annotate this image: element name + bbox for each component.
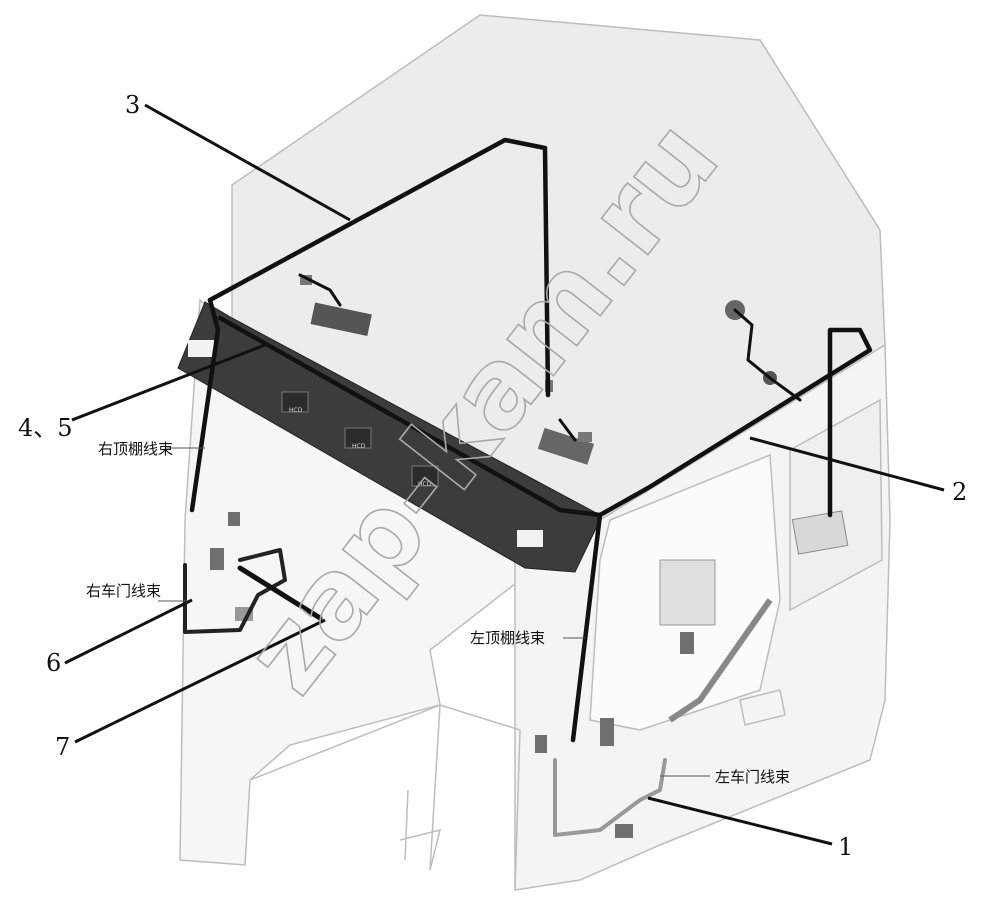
harness-door-left xyxy=(553,758,667,837)
callout-4-5: 4、5 xyxy=(18,414,73,442)
svg-text:HCD: HCD xyxy=(289,407,303,414)
cab-body xyxy=(179,14,891,891)
leader-lines xyxy=(64,103,945,846)
harness-labels: 右顶棚线束 左顶棚线束 右车门线束 左车门线束 xyxy=(86,440,790,786)
side-frame-2 xyxy=(404,789,409,861)
door-switch-left-2 xyxy=(535,735,547,753)
harness-door-right xyxy=(183,548,287,634)
reading-lamp-right xyxy=(310,302,372,337)
callout-6: 6 xyxy=(46,649,61,677)
connector-3 xyxy=(578,432,592,442)
callout-7: 7 xyxy=(55,733,70,761)
reading-lamp-center xyxy=(537,427,595,465)
door-switch-right xyxy=(210,548,224,570)
top-light-3 xyxy=(411,465,439,487)
side-frame xyxy=(429,704,441,871)
rear-marker-lamp xyxy=(791,510,849,555)
harnesses xyxy=(183,137,873,837)
harness-firewall xyxy=(237,565,323,621)
callout-numbers: 1 2 3 4、5 6 7 xyxy=(18,91,967,861)
leader-4-5 xyxy=(71,343,266,422)
harness-lamp-center xyxy=(558,418,577,442)
door-lamp-left xyxy=(615,824,633,838)
leader-2 xyxy=(749,436,945,492)
svg-text:HCD: HCD xyxy=(418,481,432,488)
callout-1: 1 xyxy=(838,833,853,861)
harness-lamp-right xyxy=(298,273,342,307)
door-rear-post xyxy=(789,398,883,612)
harness-left-pillar xyxy=(570,512,603,743)
connector-1 xyxy=(300,275,312,285)
lower-body-line xyxy=(249,704,521,891)
harness-right-roof xyxy=(207,137,551,398)
callout-3: 3 xyxy=(125,91,140,119)
front-roof-band xyxy=(177,301,601,573)
step-detail xyxy=(739,689,786,726)
top-light-1 xyxy=(281,391,309,413)
label-left-door-harness: 左车门线束 xyxy=(715,768,790,786)
harness-front-cross xyxy=(217,315,873,518)
svg-text:HCD: HCD xyxy=(352,443,366,450)
leader-7 xyxy=(74,618,326,744)
window-regulator xyxy=(668,598,773,723)
mirror-switch xyxy=(680,632,694,654)
door-switch-left xyxy=(600,718,614,746)
door-switch-right-2 xyxy=(228,512,240,526)
harness-right-pillar xyxy=(189,297,221,513)
harness-beacon xyxy=(733,308,802,402)
clearance-light-right xyxy=(188,340,214,357)
clearance-light-left xyxy=(517,530,543,547)
door-motor-panel xyxy=(659,559,716,626)
top-light-2 xyxy=(344,427,372,449)
leader-6 xyxy=(64,598,193,665)
band-lights: HCD HCD HCD xyxy=(188,340,543,547)
label-pointers xyxy=(158,447,710,777)
label-right-door-harness: 右车门线束 xyxy=(86,582,161,600)
label-left-roof-harness: 左顶棚线束 xyxy=(470,629,545,647)
label-right-roof-harness: 右顶棚线束 xyxy=(98,440,173,458)
leader-3 xyxy=(144,103,351,222)
callout-2: 2 xyxy=(952,478,967,506)
bottom-sill xyxy=(399,828,442,871)
leader-1 xyxy=(647,796,833,846)
